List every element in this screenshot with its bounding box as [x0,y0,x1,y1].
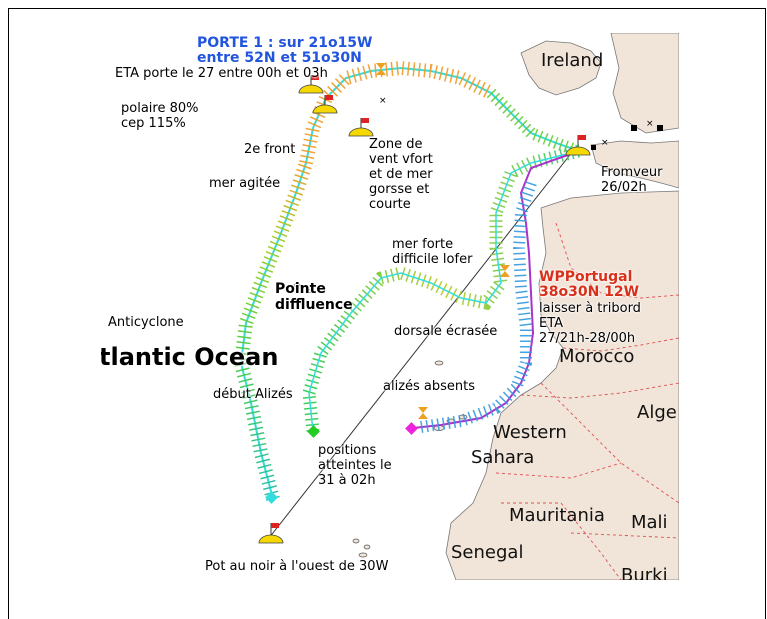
country-western: Western [493,422,567,443]
eta-gate-label: ETA porte le 27 entre 00h et 03h [115,66,328,81]
svg-text:×: × [379,96,387,106]
anticyclone-label: Anticyclone [108,315,184,330]
gate-title-line1: PORTE 1 : sur 21o15W [197,35,373,51]
starboard-label: laisser à tribord [539,301,641,316]
waypoint-portugal-coords: 38o30N 12W [539,284,640,300]
route-portugal [412,150,580,429]
fromveur-label: Fromveur [601,165,663,180]
country-mali: Mali [631,512,668,533]
barbs-outer-east [486,88,581,157]
land-france [590,140,679,189]
ridge-label: dorsale écrasée [394,324,498,339]
polar-label: polaire 80% [121,101,199,116]
land-britain [610,33,679,134]
rough-sea-label: mer agitée [209,176,281,191]
map-canvas: × × × [233,33,679,580]
land-ireland [520,40,602,96]
country-senegal: Senegal [451,542,524,563]
country-algeria: Alge [637,402,677,423]
borders [495,222,679,580]
strong-sea-label: mer forte [392,237,454,252]
svg-text:×: × [601,138,609,148]
svg-text:×: × [646,119,654,129]
land-masses [293,33,679,580]
no-trades-label: alizés absents [383,379,476,394]
land-iberia-africa [445,190,679,580]
country-burkina: Burki [621,565,668,581]
routing-map[interactable]: × × × Ireland Morocco Alge Western Sahar… [101,33,679,580]
diffluence-line1: Pointe [275,281,326,297]
country-mauritania: Mauritania [509,505,605,526]
positions-line3: 31 à 02h [318,473,376,488]
country-sahara: Sahara [471,447,535,468]
second-front-label: 2e front [244,142,296,157]
waypoint-portugal-name: WPPortugal [539,269,633,285]
barbs-outer-west [233,160,313,501]
country-morocco: Morocco [559,346,635,367]
positions-line1: positions [318,443,377,458]
trades-start-label: début Alizés [213,387,293,402]
figure-frame [8,8,766,619]
eta-window: 27/21h-28/00h [539,331,636,346]
positions-line2: atteintes le [318,458,392,473]
doldrums-label: Pot au noir à l'ouest de 30W [205,559,389,574]
country-ireland: Ireland [541,50,604,71]
markers: × × × [258,63,663,544]
gate-title-line2: entre 52N et 51o30N [197,50,362,66]
ocean-label: tlantic Ocean [101,343,279,371]
diffluence-line2: diffluence [275,297,353,313]
lofer-label: difficile lofer [392,252,473,267]
eta-label: ETA [539,316,564,331]
cep-label: cep 115% [121,116,186,131]
fromveur-time: 26/02h [601,180,647,195]
zone-label: Zone de vent vfort et de mer gorsse et c… [369,137,433,212]
